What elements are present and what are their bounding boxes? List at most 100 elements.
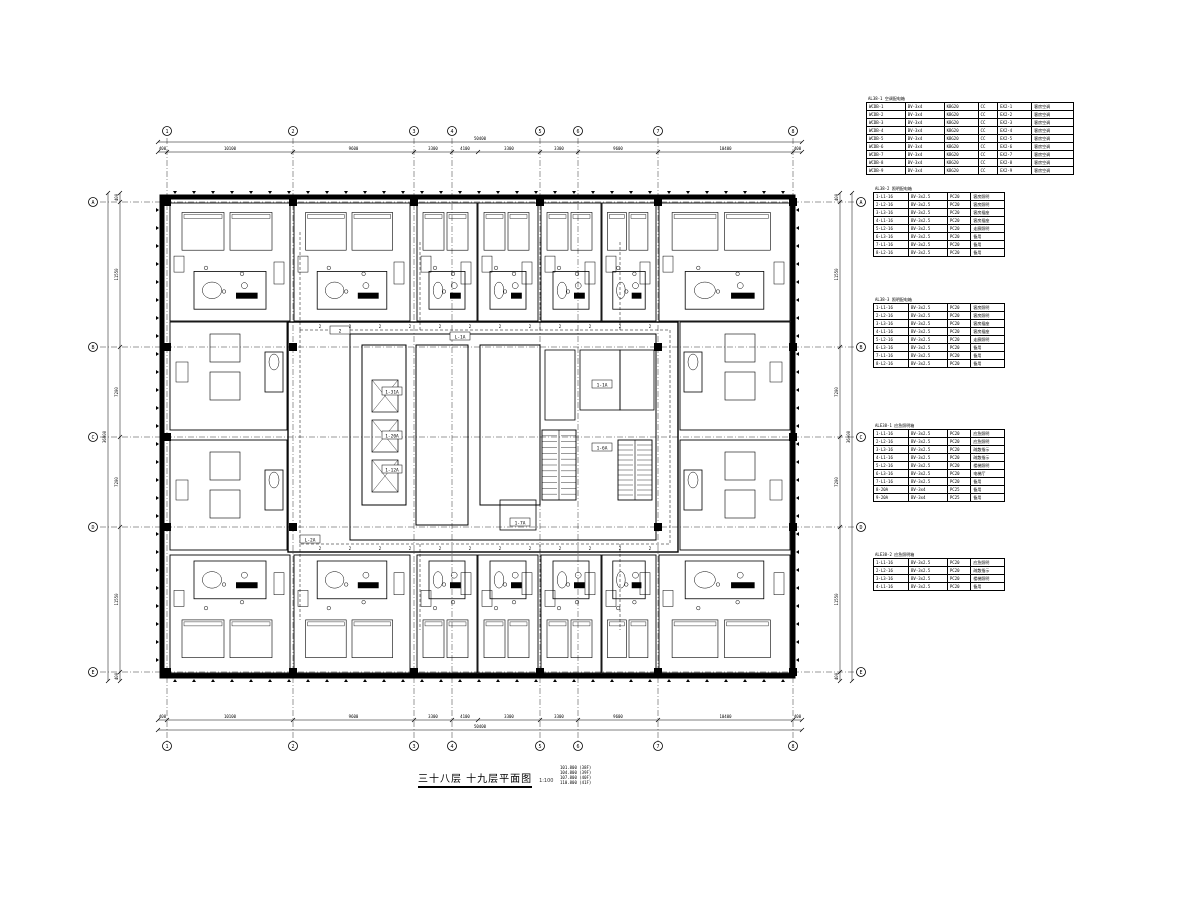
wardrobe xyxy=(773,261,785,285)
panel-cell: PC20 xyxy=(946,335,972,344)
panel-2-head: AL38-2 照明配电箱 xyxy=(875,186,912,191)
pillow xyxy=(673,621,717,627)
panel-cell: 客房照明 xyxy=(970,303,1005,312)
dim-bottom-tick xyxy=(449,717,455,723)
panel-cell: WCDB-9 xyxy=(866,166,906,175)
panel-cell: WCDB-5 xyxy=(866,134,906,143)
dim-top-label: 10400 xyxy=(719,146,732,151)
facade-marker xyxy=(796,568,799,572)
panel-cell: 备用 xyxy=(970,493,1005,502)
circuit-tag xyxy=(381,386,403,396)
bed xyxy=(507,619,530,658)
sofa xyxy=(175,479,189,501)
bed xyxy=(628,212,649,251)
panel-cell: 5-L2-16 xyxy=(872,224,910,233)
panel-cell: BV-3x2.5 xyxy=(908,224,948,233)
panel-cell: 客房插座 xyxy=(970,216,1005,225)
dim-top-label: 3300 xyxy=(504,146,514,151)
panel-cell: CC xyxy=(977,158,999,167)
grid-bubble-label: D xyxy=(91,525,94,531)
panel-cell: 备用 xyxy=(970,232,1005,241)
panel-cell: PC20 xyxy=(946,429,972,438)
guest-room-side xyxy=(169,439,288,551)
panel-cell: 备用 xyxy=(970,351,1005,360)
grid-bubble xyxy=(88,667,98,677)
facade-marker xyxy=(705,191,709,194)
panel-cell: BV-3x2.5 xyxy=(908,327,948,336)
circuit-number: 2 xyxy=(589,324,592,329)
facade-marker xyxy=(401,679,405,682)
panel-cell: BV-3x4 xyxy=(904,126,945,135)
circuit-label: 1-1A xyxy=(597,383,608,389)
grid-bubble-label: 6 xyxy=(576,744,579,750)
panel-cell: 客房空调 xyxy=(1031,166,1074,175)
bed xyxy=(724,451,756,481)
sofa xyxy=(769,479,783,501)
panel-1-head: AL38-1 空调配电箱 xyxy=(868,96,905,101)
sofa xyxy=(173,255,185,273)
facade-marker xyxy=(325,191,329,194)
panel-cell: BV-3x4 xyxy=(908,485,948,494)
facade-marker xyxy=(420,679,424,682)
exterior-wall xyxy=(159,194,796,679)
dim-top-label: 400 xyxy=(159,146,167,151)
facade-marker xyxy=(230,191,234,194)
light-fixture xyxy=(493,265,499,270)
facade-marker xyxy=(287,679,291,682)
panel-cell: PC20 xyxy=(946,303,972,312)
bathtub xyxy=(694,571,716,589)
grid-bubble-label: 6 xyxy=(576,129,579,135)
grid-bubble-label: 5 xyxy=(538,129,541,135)
bed xyxy=(724,371,756,401)
structural-column xyxy=(789,198,797,206)
sofa xyxy=(544,255,556,273)
toilet xyxy=(241,282,248,289)
grid-bubble xyxy=(162,741,172,751)
grid-bubble xyxy=(788,741,798,751)
panel-cell: 走廊照明 xyxy=(970,224,1005,233)
elevator-car xyxy=(371,459,399,493)
facade-marker xyxy=(156,298,159,302)
panel-cell: EX2-4 xyxy=(997,126,1033,135)
light-fixture xyxy=(556,606,562,611)
panel-cell: 电梯厅 xyxy=(970,469,1005,478)
grid-bubble-label: 2 xyxy=(291,129,294,135)
dim-top-label: 9600 xyxy=(349,146,359,151)
panel-cell: BV-3x2.5 xyxy=(908,469,948,478)
panel-cell: BV-3x2.5 xyxy=(908,566,948,575)
facade-marker xyxy=(796,604,799,608)
bed xyxy=(483,212,506,251)
elevator-hall xyxy=(415,344,469,526)
facade-marker xyxy=(591,679,595,682)
bed xyxy=(229,212,273,251)
panel-cell: PC20 xyxy=(946,566,972,575)
circuit-label: L-1A xyxy=(455,335,466,341)
panel-cell: WCDB-6 xyxy=(866,142,906,151)
bed xyxy=(628,619,649,658)
light-fixture xyxy=(361,600,366,605)
facade-marker xyxy=(249,679,253,682)
facade-marker xyxy=(268,679,272,682)
facade-marker xyxy=(439,191,443,194)
dim-right-tick xyxy=(837,190,843,196)
circuit-number: 2 xyxy=(649,546,652,551)
dim-top-tick xyxy=(155,149,161,155)
facade-marker xyxy=(420,191,424,194)
dim-top-tick xyxy=(290,149,296,155)
structural-column xyxy=(789,433,797,441)
structural-column xyxy=(654,198,662,206)
vanity xyxy=(631,292,642,299)
bathtub xyxy=(556,571,568,589)
panel-cell: 1-L1-16 xyxy=(872,429,910,438)
dim-left-tick xyxy=(117,199,123,205)
bed xyxy=(607,619,627,658)
panel-cell: EX2-9 xyxy=(997,166,1033,175)
